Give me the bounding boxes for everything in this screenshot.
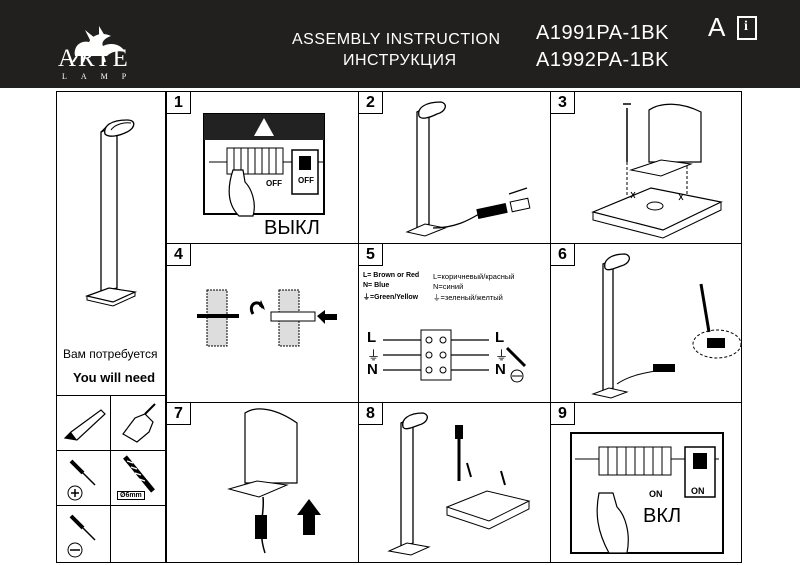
wire-n-en: N= Blue — [363, 282, 390, 289]
wire-n-ru: N=синий — [433, 282, 464, 291]
step-7: 7 — [166, 402, 359, 563]
lamp-wiring-icon — [591, 253, 741, 399]
anchor-insert-icon — [197, 289, 337, 347]
on-label-a: ON — [649, 489, 663, 499]
step-number: 4 — [167, 244, 191, 266]
step-6: 6 — [550, 243, 742, 403]
on-label-b: ON — [691, 486, 705, 496]
tool-phillips — [56, 450, 111, 506]
title-ru: ИНСТРУКЦИЯ — [343, 52, 457, 69]
breaker-panel-on-icon — [570, 432, 724, 554]
drill-size-label: Ø6mm — [117, 491, 145, 500]
griffin-logo-icon — [72, 26, 125, 63]
drill-bit-icon — [123, 455, 155, 493]
step-number: 2 — [359, 92, 383, 114]
lamp-cable-connect-icon — [405, 101, 531, 237]
wire-g-en: ⏚=Green/Yellow — [363, 294, 419, 301]
terminal-n-left: N — [367, 361, 378, 378]
power-drill-icon — [122, 403, 156, 443]
instruction-grid: Вам потребуется You will need Ø6mm — [56, 91, 742, 563]
step-9: 9 ON ON ВКЛ — [550, 402, 742, 563]
wire-l-ru: L=коричневый/красный — [433, 272, 515, 281]
step-number: 5 — [359, 244, 383, 266]
wire-l-en: L= Brown or Red — [363, 272, 420, 279]
header-bar: ARTE LAMP ASSEMBLY INSTRUCTION ИНСТРУКЦИ… — [0, 0, 800, 88]
tool-drill-bit: Ø6mm — [110, 450, 166, 506]
step-5: 5 L= Brown or Red L=коричневый/красный N… — [358, 243, 551, 403]
title-en: ASSEMBLY INSTRUCTION — [292, 31, 501, 48]
info-book-icon: i — [737, 16, 757, 40]
wire-g-ru: ⏚=зеленый/желтый — [433, 293, 503, 302]
terminal-n-right: N — [495, 361, 506, 378]
model-2: A1992PA-1BK — [536, 49, 669, 71]
step-3: 3 — [550, 91, 742, 244]
terminal-l-left: L — [367, 329, 377, 346]
brand-name: ARTE — [58, 45, 130, 72]
tool-drill — [110, 395, 166, 451]
step-number: 3 — [551, 92, 575, 114]
base-marking-icon — [591, 103, 723, 239]
pencil-icon — [63, 409, 106, 441]
step-number: 6 — [551, 244, 575, 266]
flat-screwdriver-icon — [67, 514, 96, 558]
off-label-a: OFF — [266, 179, 282, 188]
off-label-b: OFF — [298, 176, 314, 185]
step-number: 8 — [359, 403, 383, 425]
tool-flat — [56, 505, 111, 563]
lamp-fixing-icon — [387, 412, 531, 556]
product-panel: Вам потребуется You will need — [56, 91, 166, 403]
info-symbol: i — [744, 19, 748, 34]
cable-in-base-icon — [227, 408, 321, 554]
tool-pencil — [56, 395, 111, 451]
bollard-lamp-icon — [84, 119, 138, 307]
you-will-need-en: You will need — [73, 370, 156, 385]
step-1: 1 OFF OFF ВЫКЛ — [166, 91, 359, 244]
wiring-terminal-icon — [383, 329, 527, 383]
step-8: 8 — [358, 402, 551, 563]
language-letter: A — [708, 12, 726, 42]
step-2: 2 — [358, 91, 551, 244]
step-number: 7 — [167, 403, 191, 425]
switch-off-label: ВЫКЛ — [264, 217, 320, 239]
tool-empty — [110, 505, 166, 563]
you-will-need-ru: Вам потребуется — [63, 347, 158, 361]
breaker-panel-off-icon — [203, 113, 325, 217]
brand-sub: LAMP — [62, 72, 141, 81]
terminal-g-left: ⏚ — [367, 348, 381, 363]
model-1: A1991PA-1BK — [536, 22, 669, 44]
terminal-l-right: L — [495, 329, 505, 346]
switch-on-label: ВКЛ — [643, 505, 682, 527]
phillips-screwdriver-icon — [67, 459, 96, 501]
step-4: 4 — [166, 243, 359, 403]
terminal-g-right: ⏚ — [495, 348, 509, 363]
step-number: 9 — [551, 403, 575, 425]
step-number: 1 — [167, 92, 191, 114]
